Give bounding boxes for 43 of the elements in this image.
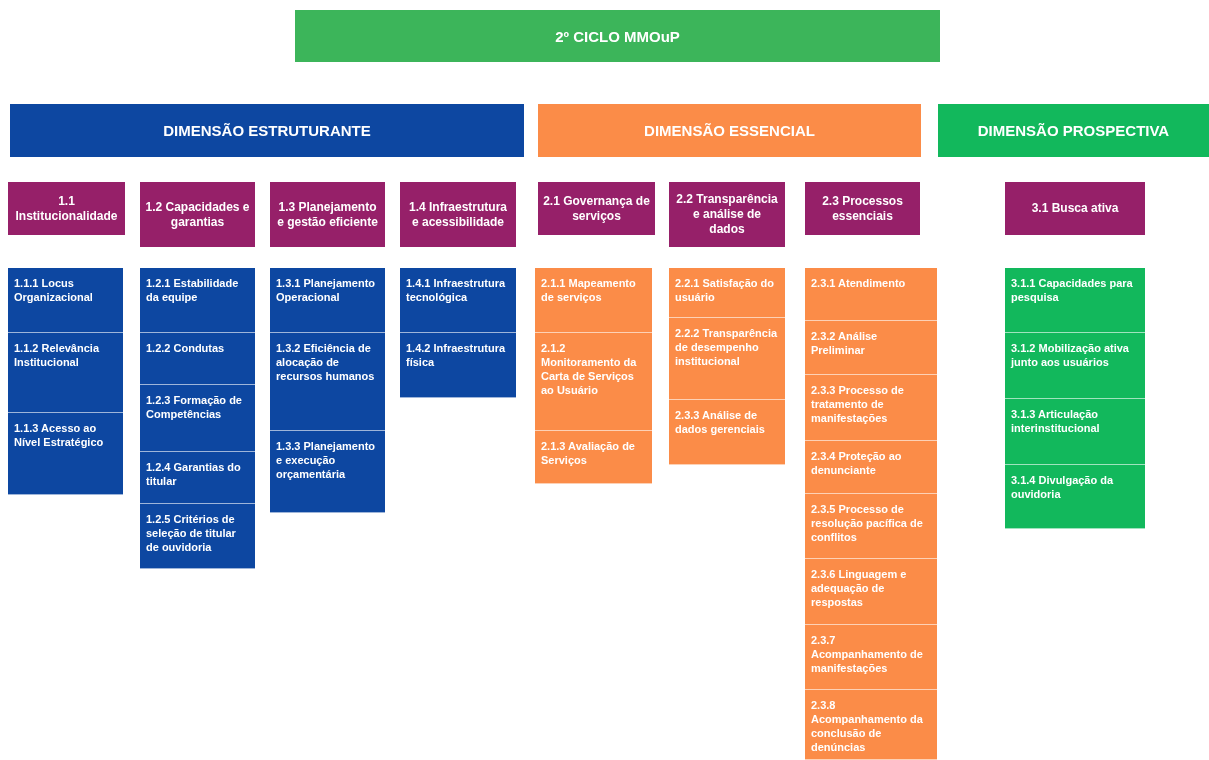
indicator-box: 1.4.1 Infraestrutura tecnológica	[400, 268, 516, 333]
indicator-box: 2.1.3 Avaliação de Serviços	[535, 431, 652, 484]
dimension-header: DIMENSÃO ESSENCIAL	[538, 104, 921, 157]
dimension-header: DIMENSÃO ESTRUTURANTE	[10, 104, 524, 157]
indicator-box: 1.2.1 Estabilidade da equipe	[140, 268, 255, 333]
indicator-box: 3.1.4 Divulgação da ouvidoria	[1005, 465, 1145, 529]
indicator-box: 1.2.2 Condutas	[140, 333, 255, 385]
dimension-header: DIMENSÃO PROSPECTIVA	[938, 104, 1209, 157]
indicator-box: 1.3.3 Planejamento e execução orçamentária	[270, 431, 385, 513]
category-header: 1.3 Planejamento e gestão eficiente	[270, 182, 385, 247]
indicator-box: 2.3.3 Processo de tratamento de manifestações	[805, 375, 937, 441]
indicator-box: 2.1.2 Monitoramento da Carta de Serviços ao Usuário	[535, 333, 652, 431]
category-header: 1.1 Institucionalidade	[8, 182, 125, 235]
indicator-box: 2.3.7 Acompanhamento de manifestações	[805, 625, 937, 690]
indicator-box: 2.1.1 Mapeamento de serviços	[535, 268, 652, 333]
indicator-box: 2.3.4 Proteção ao denunciante	[805, 441, 937, 494]
category-header: 1.2 Capacidades e garantias	[140, 182, 255, 247]
indicator-box: 2.2.2 Transparência de desempenho institucional	[669, 318, 785, 400]
indicator-box: 1.1.2 Relevância Institucional	[8, 333, 123, 413]
category-header: 2.3 Processos essenciais	[805, 182, 920, 235]
category-header: 2.1 Governança de serviços	[538, 182, 655, 235]
indicator-box: 1.3.2 Eficiência de alocação de recursos humanos	[270, 333, 385, 431]
indicator-box: 2.3.8 Acompanhamento da conclusão de denúncias	[805, 690, 937, 760]
indicator-box: 1.1.3 Acesso ao Nível Estratégico	[8, 413, 123, 495]
category-header: 2.2 Transparência e análise de dados	[669, 182, 785, 247]
indicator-box: 2.3.3 Análise de dados gerenciais	[669, 400, 785, 465]
category-header: 3.1 Busca ativa	[1005, 182, 1145, 235]
indicator-box: 2.3.1 Atendimento	[805, 268, 937, 321]
title-banner: 2º CICLO MMOuP	[295, 10, 940, 62]
indicator-box: 1.2.4 Garantias do titular	[140, 452, 255, 504]
indicator-box: 1.1.1 Locus Organizacional	[8, 268, 123, 333]
indicator-box: 1.4.2 Infraestrutura física	[400, 333, 516, 398]
indicator-box: 2.3.6 Linguagem e adequação de respostas	[805, 559, 937, 625]
indicator-box: 3.1.3 Articulação interinstitucional	[1005, 399, 1145, 465]
indicator-box: 1.2.3 Formação de Competências	[140, 385, 255, 452]
indicator-box: 2.3.5 Processo de resolução pacífica de conflitos	[805, 494, 937, 559]
indicator-box: 2.2.1 Satisfação do usuário	[669, 268, 785, 318]
indicator-box: 2.3.2 Análise Preliminar	[805, 321, 937, 375]
indicator-box: 1.3.1 Planejamento Operacional	[270, 268, 385, 333]
indicator-box: 3.1.2 Mobilização ativa junto aos usuários	[1005, 333, 1145, 399]
indicator-box: 3.1.1 Capacidades para pesquisa	[1005, 268, 1145, 333]
category-header: 1.4 Infraestrutura e acessibilidade	[400, 182, 516, 247]
indicator-box: 1.2.5 Critérios de seleção de titular de ouvidoria	[140, 504, 255, 569]
